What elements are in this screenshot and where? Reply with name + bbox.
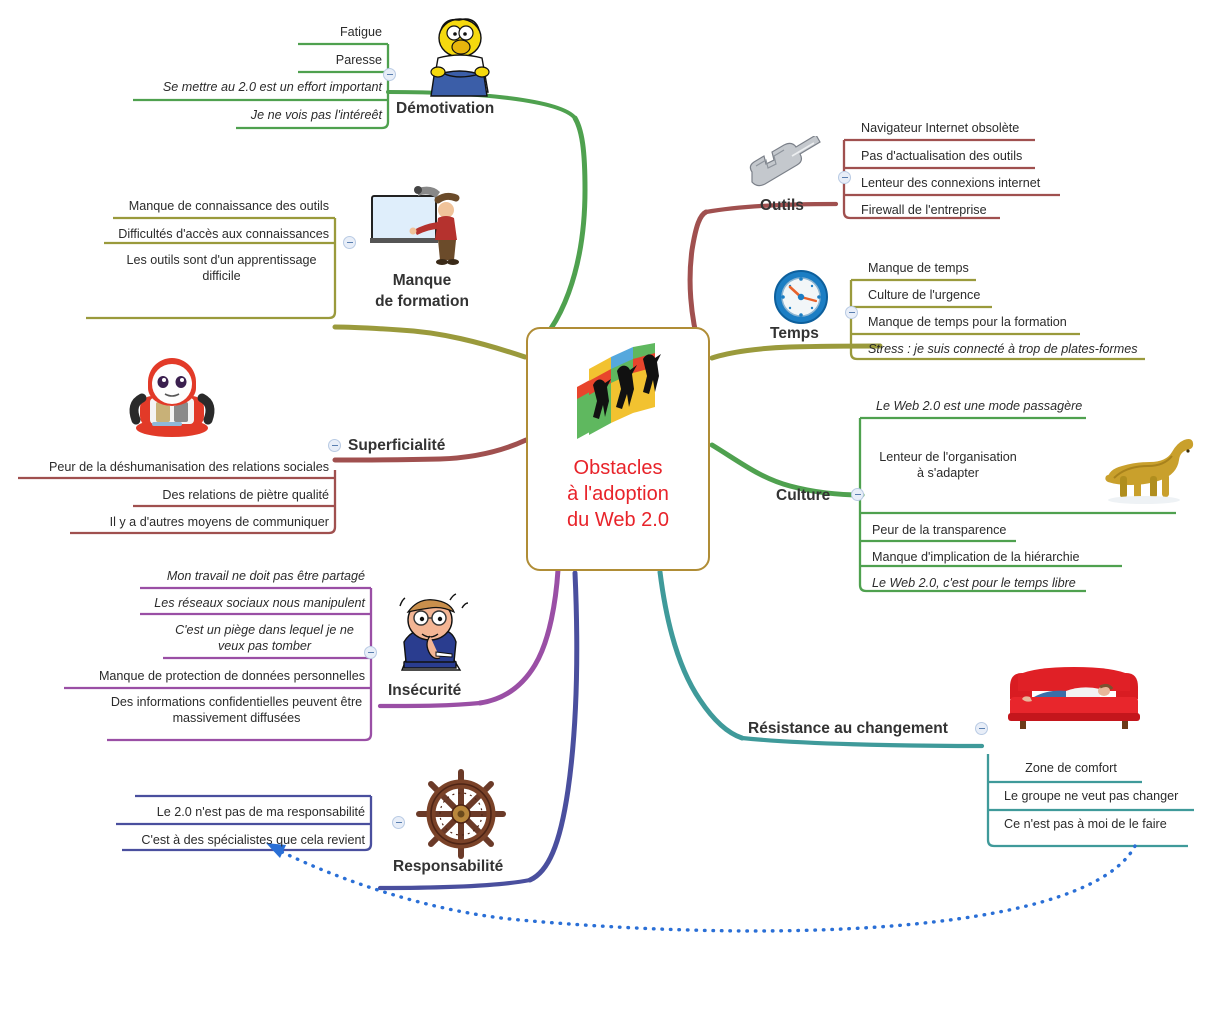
list-item[interactable]: Stress : je suis connecté à trop de plat… bbox=[868, 342, 1138, 356]
list-item[interactable]: Lenteur des connexions internet bbox=[861, 176, 1041, 190]
red-robot-image bbox=[129, 358, 215, 437]
branch-label-superficialite[interactable]: Superficialité bbox=[348, 437, 446, 454]
list-item[interactable]: Il y a d'autres moyens de communiquer bbox=[109, 515, 329, 529]
list-item[interactable]: Difficultés d'accès aux connaissances bbox=[118, 227, 329, 241]
branch-label-temps[interactable]: Temps bbox=[770, 325, 819, 342]
branch-label-resistance-au-changement[interactable]: Résistance au changement bbox=[748, 720, 948, 737]
collapse-toggle-superficialite[interactable] bbox=[328, 439, 341, 452]
worried-man-image bbox=[399, 593, 469, 671]
list-item[interactable]: Le 2.0 n'est pas de ma responsabilité bbox=[156, 805, 365, 819]
collapse-toggle-responsabilite[interactable] bbox=[392, 816, 405, 829]
list-item[interactable]: C'est un piège dans lequel je ne veux pa… bbox=[175, 623, 354, 653]
list-item[interactable]: Mon travail ne doit pas être partagé bbox=[166, 569, 365, 583]
dinosaur-image bbox=[1105, 439, 1194, 504]
branch-label-culture[interactable]: Culture bbox=[776, 487, 831, 504]
branch-label-demotivation[interactable]: Démotivation bbox=[396, 100, 495, 117]
list-item[interactable]: Fatigue bbox=[339, 25, 382, 39]
branch-label-manque-de-formation[interactable]: Manque de formation bbox=[375, 272, 469, 310]
list-item[interactable]: Le Web 2.0, c'est pour le temps libre bbox=[872, 576, 1076, 590]
collapse-toggle-manque-de-formation[interactable] bbox=[343, 236, 356, 249]
list-item[interactable]: Manque de temps bbox=[868, 261, 969, 275]
collapse-toggle-demotivation[interactable] bbox=[383, 68, 396, 81]
wrench-image bbox=[749, 136, 821, 187]
list-item[interactable]: Manque de temps pour la formation bbox=[868, 315, 1067, 329]
list-item[interactable]: Firewall de l'entreprise bbox=[861, 203, 987, 217]
list-item[interactable]: Lenteur de l'organisation à s'adapter bbox=[879, 450, 1017, 480]
list-item[interactable]: Les outils sont d'un apprentissage diffi… bbox=[126, 253, 317, 283]
list-item[interactable]: Des relations de piètre qualité bbox=[162, 488, 329, 502]
whiteboard-trainer-image bbox=[370, 186, 460, 265]
central-node-title: Obstacles à l'adoption du Web 2.0 bbox=[567, 457, 669, 531]
list-item[interactable]: Paresse bbox=[335, 53, 382, 67]
list-item[interactable]: Je ne vois pas l'intéreêt bbox=[250, 108, 382, 122]
list-item[interactable]: Se mettre au 2.0 est un effort important bbox=[162, 80, 382, 94]
list-item[interactable]: Manque de protection de données personne… bbox=[98, 669, 365, 683]
list-item[interactable]: Peur de la déshumanisation des relations… bbox=[48, 460, 329, 474]
list-item[interactable]: C'est à des spécialistes que cela revien… bbox=[141, 833, 365, 847]
central-node[interactable]: Obstacles à l'adoption du Web 2.0 bbox=[526, 327, 710, 571]
list-item[interactable]: Le Web 2.0 est une mode passagère bbox=[876, 399, 1083, 413]
list-item[interactable]: Ce n'est pas à moi de le faire bbox=[1004, 817, 1167, 831]
branch-label-outils[interactable]: Outils bbox=[760, 197, 804, 214]
collapse-toggle-outils[interactable] bbox=[838, 171, 851, 184]
list-item[interactable]: Manque de connaissance des outils bbox=[128, 199, 329, 213]
climbers-on-blocks-image bbox=[577, 343, 661, 439]
homer-simpson-image bbox=[430, 18, 490, 97]
ships-wheel-image bbox=[416, 769, 506, 859]
list-item[interactable]: Navigateur Internet obsolète bbox=[861, 121, 1020, 135]
list-item[interactable]: Des informations confidentielles peuvent… bbox=[110, 695, 363, 725]
list-item[interactable]: Peur de la transparence bbox=[872, 523, 1007, 537]
collapse-toggle-resistance-au-changement[interactable] bbox=[975, 722, 988, 735]
list-item[interactable]: Manque d'implication de la hiérarchie bbox=[872, 550, 1080, 564]
list-item[interactable]: Les réseaux sociaux nous manipulent bbox=[154, 596, 365, 610]
branch-label-insecurite[interactable]: Insécurité bbox=[388, 682, 462, 699]
clock-image bbox=[774, 270, 828, 324]
list-item[interactable]: Zone de comfort bbox=[1025, 761, 1117, 775]
list-item[interactable]: Pas d'actualisation des outils bbox=[861, 149, 1023, 163]
collapse-toggle-temps[interactable] bbox=[845, 306, 858, 319]
list-item[interactable]: Culture de l'urgence bbox=[868, 288, 981, 302]
collapse-toggle-insecurite[interactable] bbox=[364, 646, 377, 659]
list-item[interactable]: Le groupe ne veut pas changer bbox=[1004, 789, 1179, 803]
man-on-red-sofa-image bbox=[1008, 667, 1140, 729]
collapse-toggle-culture[interactable] bbox=[851, 488, 864, 501]
